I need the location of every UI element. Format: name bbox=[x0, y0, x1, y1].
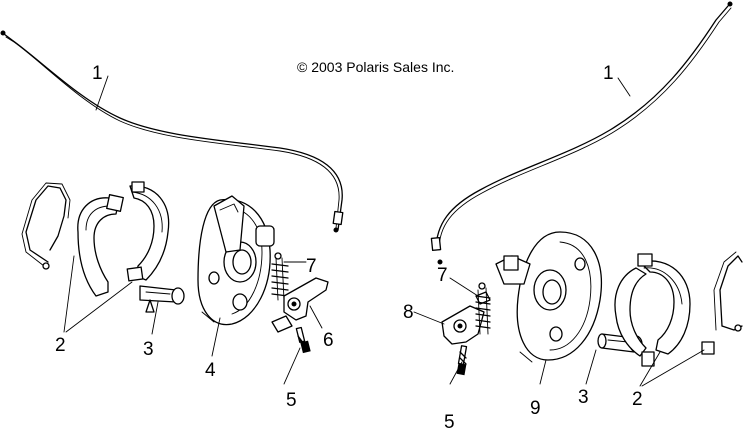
callout-9: 9 bbox=[530, 398, 541, 419]
callout-5-left: 5 bbox=[286, 390, 297, 411]
callout-6: 6 bbox=[323, 330, 334, 351]
shoe-retainer-clip-right bbox=[713, 251, 743, 332]
callout-2-left: 2 bbox=[55, 335, 66, 356]
leader-lines-right bbox=[413, 77, 705, 387]
callout-4: 4 bbox=[205, 360, 216, 381]
brake-lever-right bbox=[441, 291, 491, 345]
brake-shoes-left bbox=[77, 181, 170, 297]
brake-lever-left bbox=[271, 277, 329, 333]
bolt-left bbox=[295, 326, 311, 354]
callout-3-right: 3 bbox=[578, 387, 589, 408]
callout-3-left: 3 bbox=[143, 339, 154, 360]
bolt-right bbox=[456, 345, 468, 376]
return-spring-left bbox=[271, 252, 289, 301]
shoe-retainer-clip-left bbox=[21, 182, 71, 270]
brake-cable-right bbox=[430, 1, 733, 265]
backing-plate-right bbox=[495, 231, 602, 363]
callout-8: 8 bbox=[403, 302, 414, 323]
pivot-pin-left bbox=[139, 285, 185, 313]
brake-cable-left bbox=[0, 30, 344, 233]
return-spring-right bbox=[475, 282, 491, 335]
copyright-notice: © 2003 Polaris Sales Inc. bbox=[297, 59, 454, 75]
callout-2-right: 2 bbox=[632, 389, 643, 410]
brake-shoes-right bbox=[614, 253, 715, 367]
backing-plate-left bbox=[197, 195, 275, 326]
callout-5-right: 5 bbox=[444, 412, 455, 429]
callout-1-right: 1 bbox=[603, 63, 614, 84]
callout-7-right: 7 bbox=[437, 265, 448, 286]
callout-1-left: 1 bbox=[92, 63, 103, 84]
callout-7-left: 7 bbox=[306, 256, 317, 277]
callout-labels: 1 1 2 2 3 3 4 5 5 6 7 7 8 9 bbox=[55, 63, 643, 429]
leader-lines-left bbox=[63, 75, 323, 385]
